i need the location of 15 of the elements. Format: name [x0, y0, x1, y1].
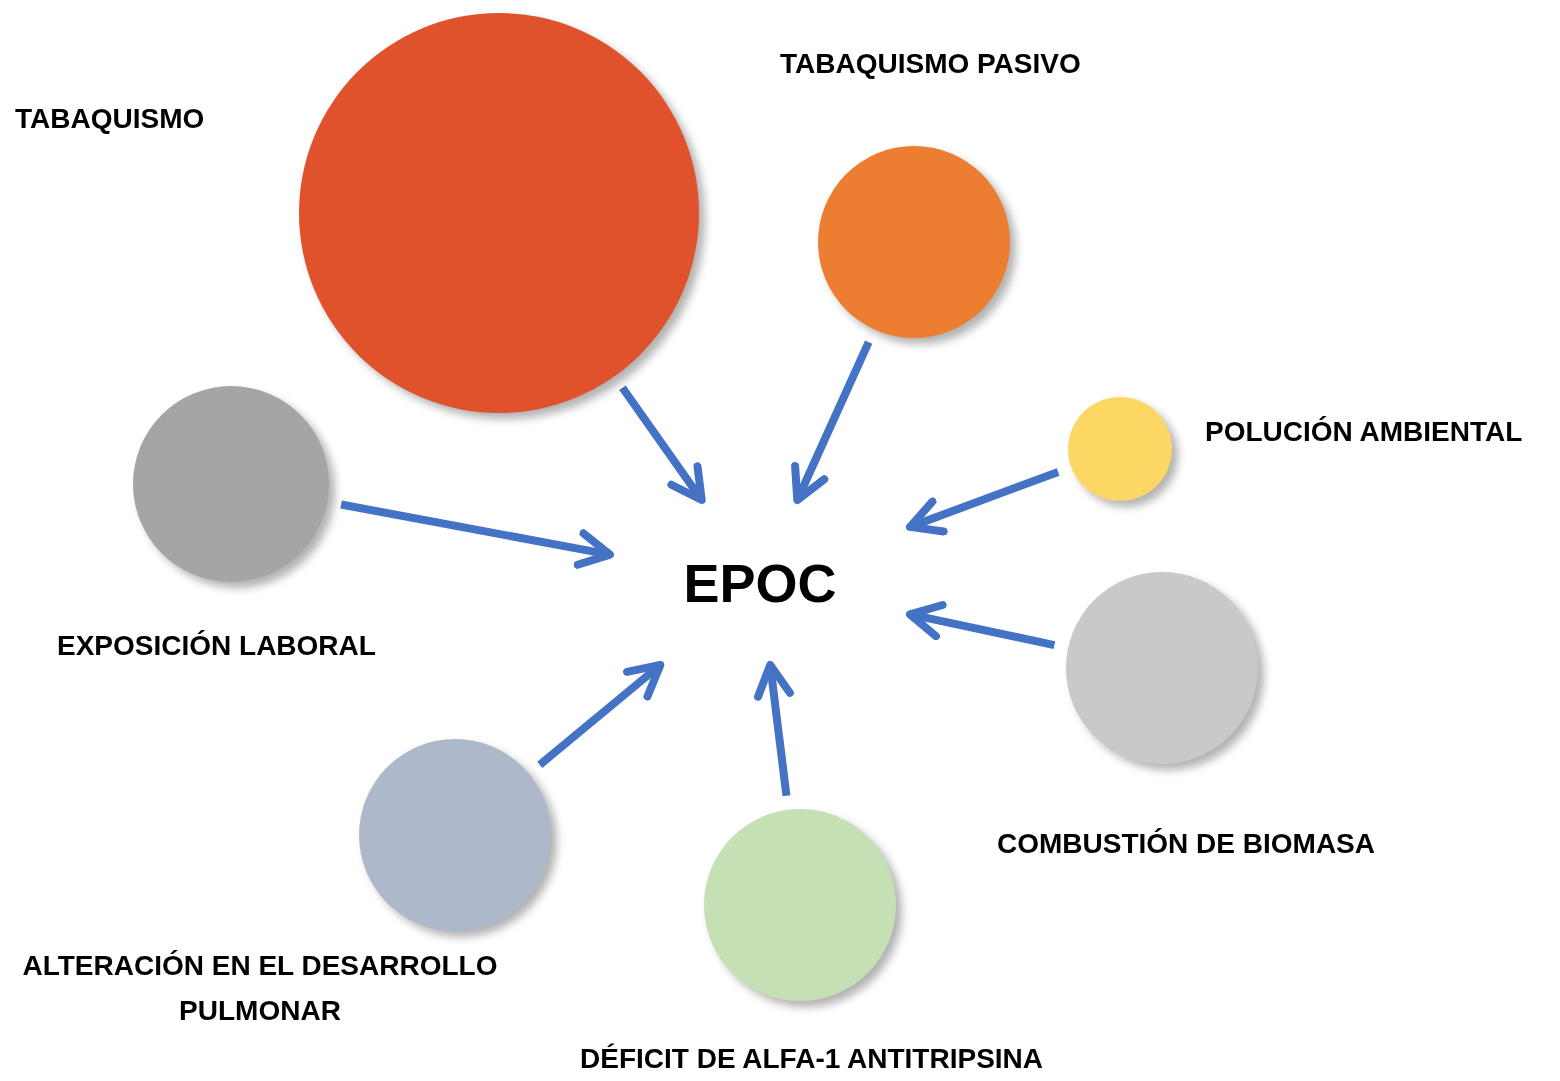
- arrow: [754, 661, 794, 797]
- arrow: [340, 500, 614, 569]
- arrow: [619, 385, 706, 504]
- factor-label: TABAQUISMO: [15, 102, 205, 136]
- arrow: [791, 340, 873, 504]
- factor-label: COMBUSTIÓN DE BIOMASA: [997, 827, 1375, 861]
- factor-label: DÉFICIT DE ALFA-1 ANTITRIPSINA: [580, 1042, 1044, 1076]
- factor-label: TABAQUISMO PASIVO: [780, 47, 1081, 81]
- arrow: [537, 661, 665, 768]
- arrow: [906, 468, 1060, 536]
- factor-label: EXPOSICIÓN LABORAL: [57, 629, 376, 663]
- arrow: [906, 601, 1056, 650]
- factor-label: ALTERACIÓN EN EL DESARROLLO PULMONAR: [21, 949, 499, 1028]
- factor-label: POLUCIÓN AMBIENTAL: [1205, 415, 1523, 449]
- center-term: EPOC: [683, 551, 837, 614]
